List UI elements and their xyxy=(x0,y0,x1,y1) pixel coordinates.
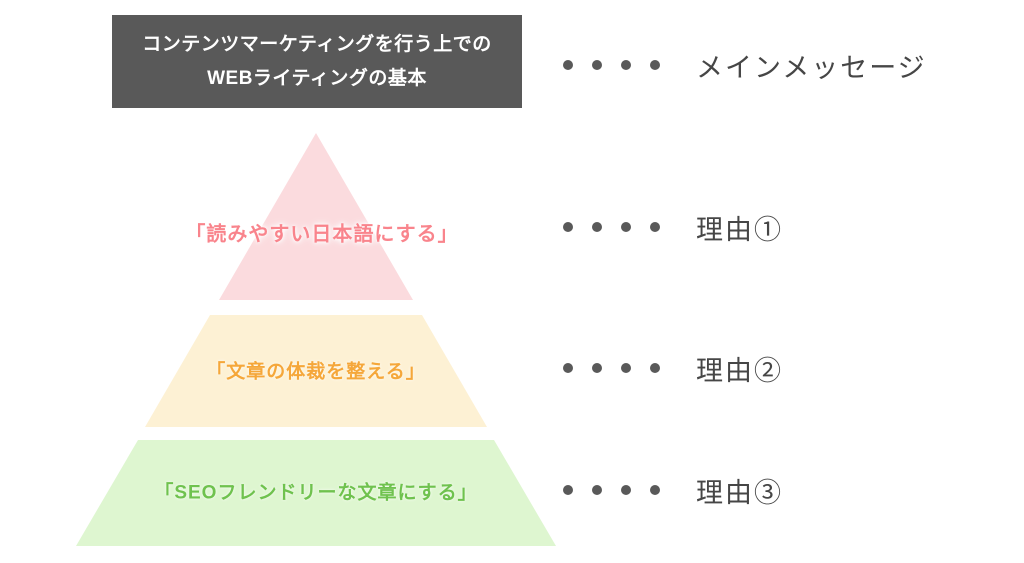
dot-icon xyxy=(592,363,602,373)
pyramid-level3-label: 「SEOフレンドリーな文章にする」 xyxy=(154,482,478,504)
leader-dots xyxy=(563,363,679,373)
dot-icon xyxy=(650,485,660,495)
main-message-line2: WEBライティングの基本 xyxy=(207,67,427,89)
annotation-row-main-message: メインメッセージ xyxy=(563,45,927,85)
annotation-row-reason2: 理由② xyxy=(563,348,783,388)
dot-icon xyxy=(621,485,631,495)
leader-dots xyxy=(563,222,679,232)
pyramid-level2-label: 「文章の体裁を整える」 xyxy=(206,361,426,383)
dot-icon xyxy=(621,222,631,232)
annotation-label-reason2: 理由② xyxy=(696,355,783,386)
leader-dots xyxy=(563,60,679,70)
dot-icon xyxy=(621,363,631,373)
annotation-row-reason3: 理由③ xyxy=(563,470,783,510)
main-message-box: コンテンツマーケティングを行う上での WEBライティングの基本 xyxy=(112,15,522,108)
annotation-label-main-message: メインメッセージ xyxy=(696,52,927,83)
dot-icon xyxy=(621,60,631,70)
pyramid-level1-label: 「読みやすい日本語にする」 xyxy=(185,223,459,246)
dot-icon xyxy=(563,363,573,373)
pyramid-level3-shape xyxy=(76,440,556,546)
dot-icon xyxy=(650,60,660,70)
dot-icon xyxy=(592,222,602,232)
main-message-line1: コンテンツマーケティングを行う上での xyxy=(142,33,492,55)
annotation-label-reason3: 理由③ xyxy=(696,477,783,508)
leader-dots xyxy=(563,485,679,495)
dot-icon xyxy=(563,222,573,232)
annotation-row-reason1: 理由① xyxy=(563,207,783,247)
dot-icon xyxy=(563,485,573,495)
dot-icon xyxy=(650,222,660,232)
pyramid-level2-shape xyxy=(145,315,487,427)
dot-icon xyxy=(650,363,660,373)
dot-icon xyxy=(563,60,573,70)
annotation-label-reason1: 理由① xyxy=(696,214,783,245)
dot-icon xyxy=(592,485,602,495)
pyramid-level1-shape xyxy=(219,133,413,300)
dot-icon xyxy=(592,60,602,70)
